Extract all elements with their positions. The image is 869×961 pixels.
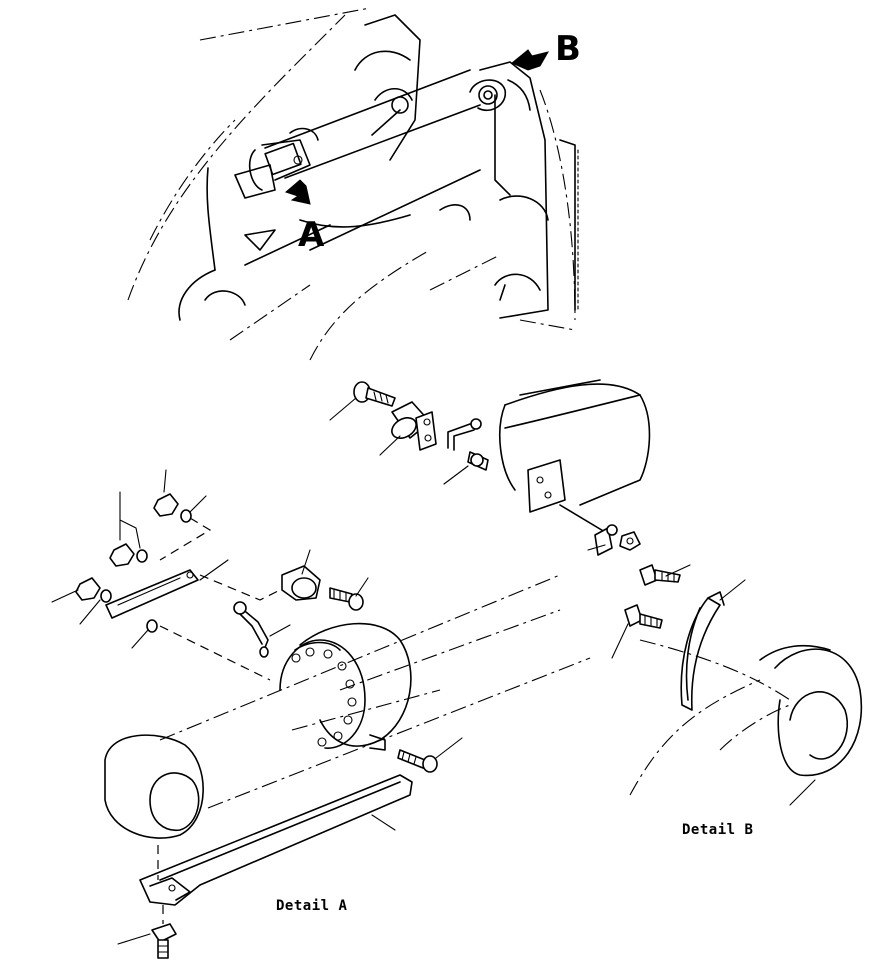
- view-arrow-a-icon: [285, 179, 311, 205]
- view-arrow-b-icon: [511, 49, 550, 71]
- detail-label-b: Detail B: [682, 822, 753, 838]
- detail-a-assembly: Detail A: [51, 469, 591, 959]
- machine-frame-overview: A B: [127, 7, 581, 361]
- view-label-b: B: [555, 29, 581, 69]
- detail-b-assembly: Detail B: [329, 379, 863, 838]
- view-label-a: A: [298, 215, 325, 255]
- detail-label-a: Detail A: [276, 898, 348, 914]
